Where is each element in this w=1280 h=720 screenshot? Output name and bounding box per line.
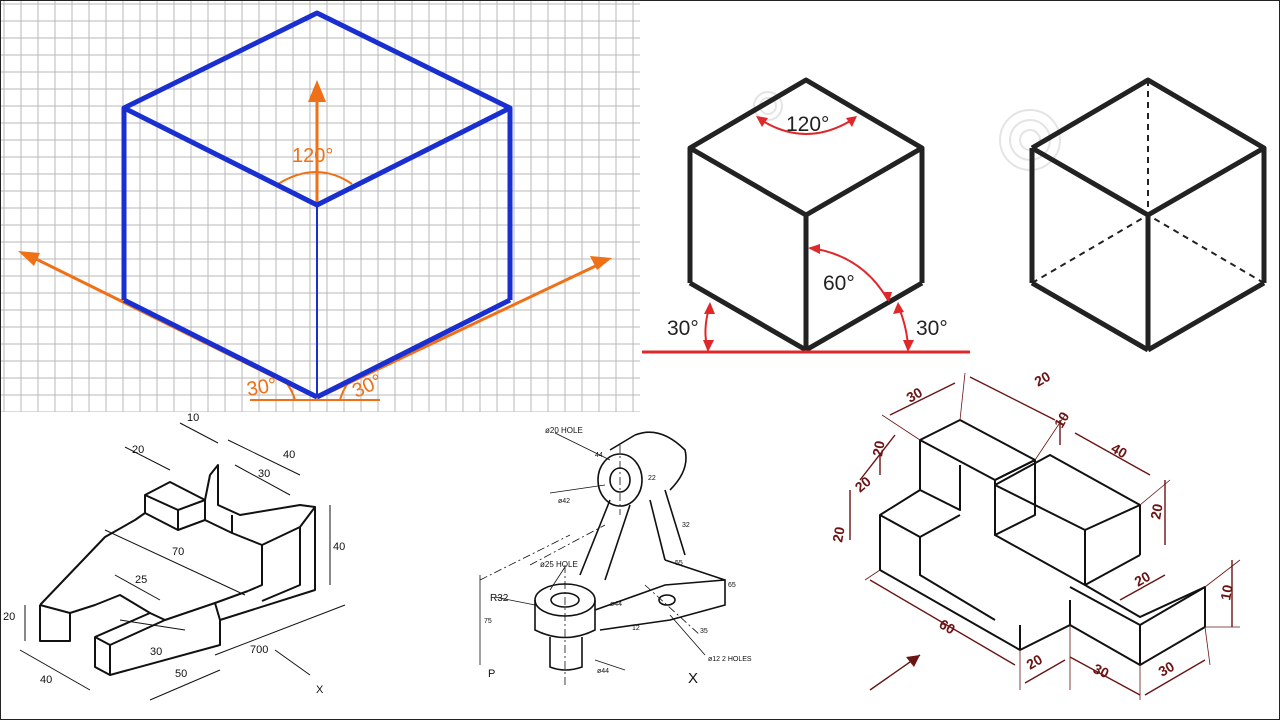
dim-label: 20 bbox=[852, 473, 874, 495]
block-technical-drawing: 10 20 40 30 40 70 25 20 30 40 50 700 X bbox=[3, 412, 346, 701]
solid-cube bbox=[687, 77, 925, 353]
dimension-lines bbox=[849, 376, 1233, 696]
dim-label: 60 bbox=[937, 616, 959, 638]
dim-label: 22 bbox=[648, 475, 656, 482]
dim-label: 50 bbox=[175, 668, 187, 680]
bracket-technical-drawing-panel: ø20 HOLE ø25 HOLE R32 ø12 2 HOLES P X 44… bbox=[470, 405, 770, 720]
dim-label: 20 bbox=[869, 439, 887, 457]
dim-label: 25 bbox=[135, 574, 147, 586]
callout-20-hole: ø20 HOLE bbox=[545, 426, 583, 435]
dim-label: 44 bbox=[595, 452, 603, 459]
dim-label: 40 bbox=[283, 449, 295, 461]
block-outline bbox=[39, 464, 316, 676]
view-label-p: P bbox=[488, 668, 495, 680]
dim-label: 20 bbox=[3, 611, 15, 623]
dim-label: 30 bbox=[258, 468, 270, 480]
bracket-outline bbox=[534, 431, 726, 671]
view-label-x: X bbox=[688, 670, 698, 687]
stepped-block-outline bbox=[879, 419, 1206, 666]
centre-lines bbox=[479, 445, 701, 685]
angle-30-left-label: 30° bbox=[667, 317, 699, 340]
callout-r32: R32 bbox=[490, 593, 509, 604]
dimension-labels: 30 20 10 20 40 20 20 20 20 10 60 20 30 3… bbox=[829, 368, 1235, 682]
dim-label: 30 bbox=[904, 384, 926, 406]
angle-120-label: 120° bbox=[786, 113, 829, 136]
angle-arrowheads bbox=[703, 116, 914, 352]
dim-label: 75 bbox=[484, 618, 492, 625]
dim-label: 35 bbox=[700, 628, 708, 635]
stepped-block-drawing-panel: 30 20 10 20 40 20 20 20 20 10 60 20 30 3… bbox=[820, 365, 1280, 720]
dim-label: 20 bbox=[1147, 502, 1165, 520]
dim-label: 55 bbox=[675, 560, 683, 567]
isometric-grid-cube-panel: 120° 30° 30° bbox=[0, 0, 640, 412]
extension-lines bbox=[864, 372, 1241, 700]
block-technical-drawing-panel: 10 20 40 30 40 70 25 20 30 40 50 700 X bbox=[0, 405, 370, 720]
dim-label: 10 bbox=[1217, 583, 1235, 601]
dim-label: 12 bbox=[632, 625, 640, 632]
hidden-line-cube bbox=[1029, 77, 1267, 353]
dim-label: 40 bbox=[333, 541, 345, 553]
dim-label: 20 bbox=[1024, 651, 1046, 673]
dimension-leaders bbox=[479, 432, 706, 671]
view-direction-arrowhead bbox=[906, 655, 920, 667]
dim-label: 40 bbox=[1109, 440, 1131, 462]
dim-label: 65 bbox=[728, 582, 736, 589]
dim-label: ø42 bbox=[558, 498, 570, 505]
callout-12-holes: ø12 2 HOLES bbox=[708, 656, 752, 663]
dim-label: 10 bbox=[1051, 409, 1073, 431]
dim-label: 30 bbox=[1156, 658, 1178, 680]
blue-isometric-cube bbox=[121, 10, 513, 400]
angle-120-label: 120° bbox=[292, 145, 333, 167]
dim-label: 40 bbox=[40, 674, 52, 686]
angle-30-right-label: 30° bbox=[916, 317, 948, 340]
dim-label: 20 bbox=[1132, 568, 1154, 590]
dim-label: 10 bbox=[187, 412, 199, 424]
bracket-technical-drawing: ø20 HOLE ø25 HOLE R32 ø12 2 HOLES P X 44… bbox=[479, 426, 752, 687]
isometric-angles-diagram: 120° 60° 30° 30° bbox=[642, 77, 1267, 354]
dim-label: 30 bbox=[150, 646, 162, 658]
dim-label: 20 bbox=[829, 525, 847, 543]
isometric-angles-panel: 120° 60° 30° 30° bbox=[640, 0, 1280, 370]
dimension-lines bbox=[19, 422, 346, 701]
callout-25-hole: ø25 HOLE bbox=[540, 560, 578, 569]
angle-60-label: 60° bbox=[823, 272, 855, 295]
angle-30-right-label: 30° bbox=[349, 370, 386, 402]
stepped-block-drawing: 30 20 10 20 40 20 20 20 20 10 60 20 30 3… bbox=[829, 368, 1241, 700]
isometric-grid-cube-diagram: 120° 30° 30° bbox=[0, 0, 640, 412]
dim-label: ø44 bbox=[597, 668, 609, 675]
axis-label-x: X bbox=[316, 684, 324, 696]
dim-label: 20 bbox=[132, 444, 144, 456]
hidden-dashed-edges bbox=[1031, 80, 1265, 284]
dim-label: 20 bbox=[1032, 368, 1054, 390]
dim-label: ø44 bbox=[610, 601, 622, 608]
dim-label: 32 bbox=[682, 522, 690, 529]
isometric-axes bbox=[18, 80, 612, 401]
angle-30-left-label: 30° bbox=[245, 374, 279, 401]
dim-label: 70 bbox=[172, 546, 184, 558]
dim-label: 30 bbox=[1091, 660, 1112, 681]
graph-paper-grid bbox=[0, 0, 640, 412]
dim-label: 700 bbox=[250, 644, 268, 656]
